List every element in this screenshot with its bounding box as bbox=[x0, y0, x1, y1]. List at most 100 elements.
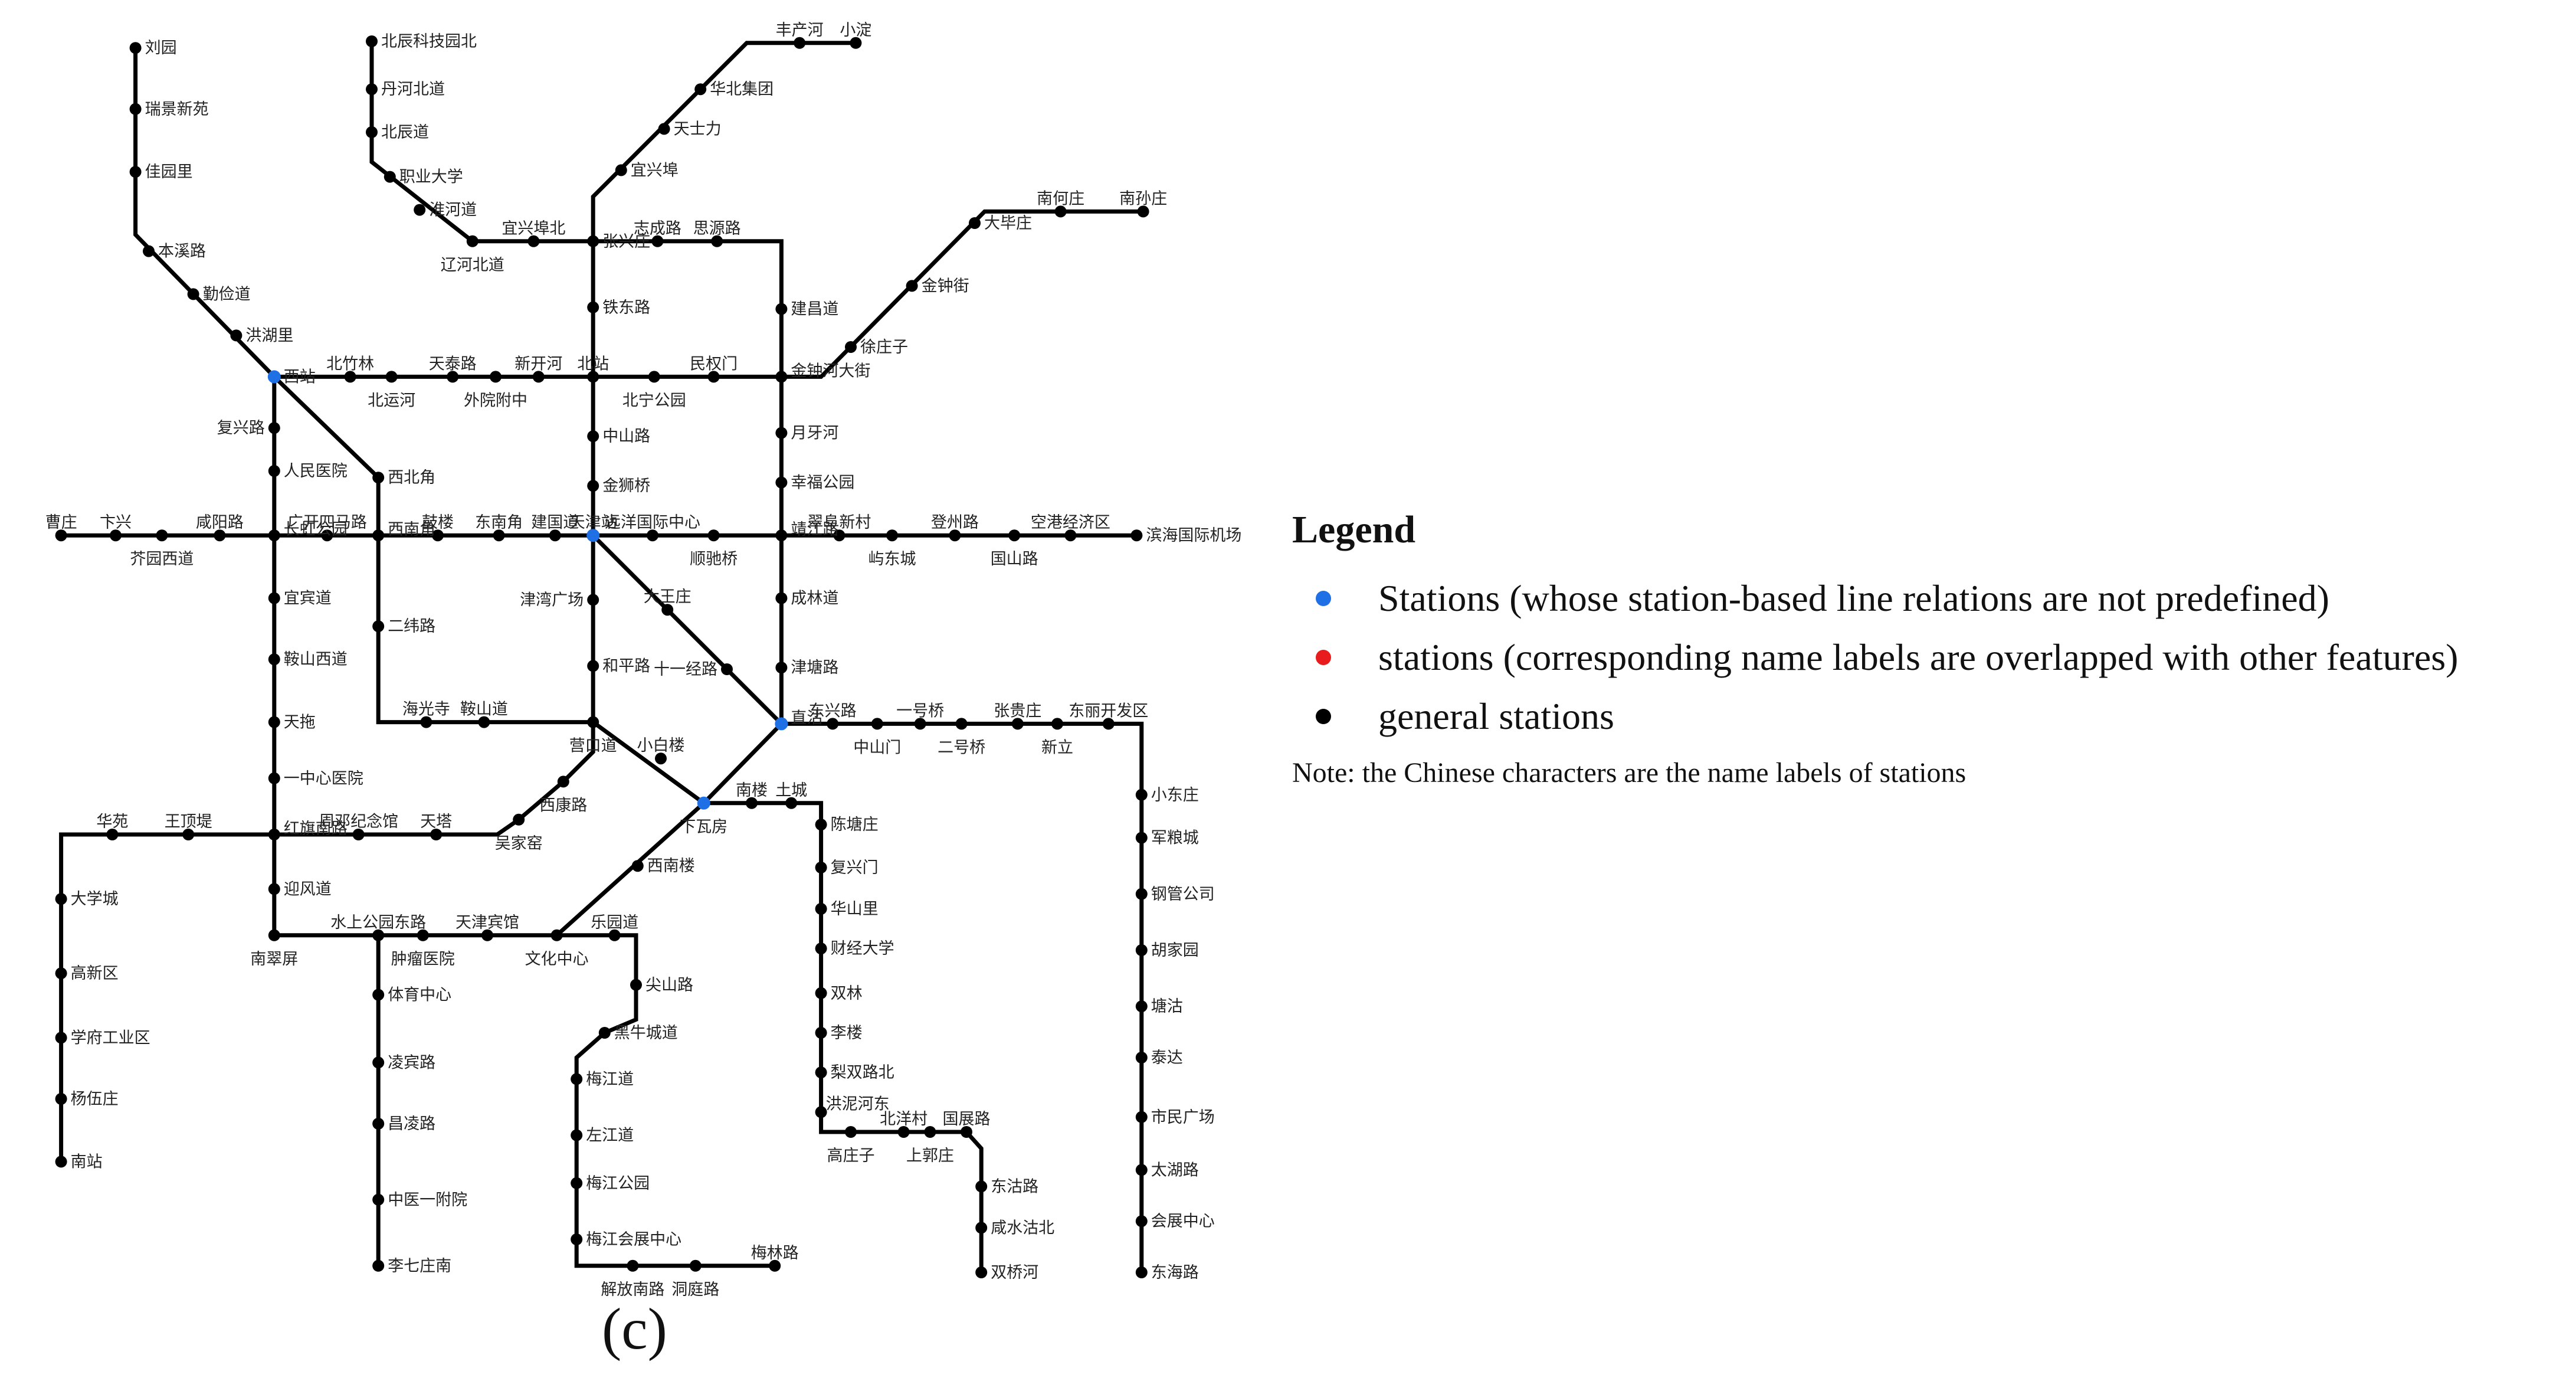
station-marker-tianjinbinguan[interactable] bbox=[481, 929, 493, 941]
station-marker-donglikaifa[interactable] bbox=[1102, 718, 1115, 730]
station-marker-fengchanhe[interactable] bbox=[794, 37, 806, 49]
station-marker-dongtinglu[interactable] bbox=[689, 1259, 702, 1272]
station-marker-heiniucheng[interactable] bbox=[598, 1027, 611, 1039]
station-marker-caozhuang[interactable] bbox=[55, 529, 67, 542]
station-marker-tiyuzhongxin[interactable] bbox=[372, 989, 385, 1001]
station-marker-jieyuan[interactable] bbox=[156, 529, 168, 542]
station-marker-ruijing[interactable] bbox=[129, 103, 142, 115]
station-marker-dawangzhuang[interactable] bbox=[661, 604, 674, 616]
station-marker-xingfupark[interactable] bbox=[775, 476, 788, 489]
station-marker-changhongpark[interactable] bbox=[268, 529, 280, 542]
station-marker-xinkaihe[interactable] bbox=[532, 371, 545, 383]
station-marker-shuishang[interactable] bbox=[372, 929, 385, 941]
station-marker-jinzhongjie[interactable] bbox=[906, 280, 918, 292]
station-marker-meijiangdao[interactable] bbox=[571, 1073, 583, 1085]
station-marker-zhigu[interactable] bbox=[775, 717, 788, 731]
station-marker-erhaoqiao[interactable] bbox=[955, 718, 968, 730]
station-marker-zuojiangdao[interactable] bbox=[571, 1129, 583, 1141]
station-marker-beiyangcun[interactable] bbox=[897, 1126, 910, 1138]
station-marker-meilinlu[interactable] bbox=[769, 1259, 781, 1272]
station-marker-changlinglu[interactable] bbox=[372, 1118, 385, 1130]
station-marker-tianshili[interactable] bbox=[658, 123, 670, 135]
station-marker-tiantai[interactable] bbox=[447, 371, 459, 383]
station-marker-dengzhoulu[interactable] bbox=[949, 529, 961, 542]
station-marker-taida[interactable] bbox=[1135, 1052, 1148, 1063]
station-marker-zhoudeng[interactable] bbox=[352, 829, 365, 840]
station-marker-beizhulin[interactable] bbox=[344, 371, 356, 383]
station-marker-guangkai[interactable] bbox=[321, 529, 333, 542]
station-marker-guoshanlu[interactable] bbox=[1008, 529, 1021, 542]
station-marker-cuifuxincun[interactable] bbox=[833, 529, 845, 542]
station-marker-erweilu[interactable] bbox=[372, 620, 385, 633]
station-marker-lishuangbei[interactable] bbox=[815, 1066, 827, 1079]
station-marker-huabeijituan[interactable] bbox=[694, 83, 707, 96]
station-marker-yixingbubei[interactable] bbox=[527, 235, 540, 247]
station-marker-leyuandao[interactable] bbox=[608, 929, 621, 941]
station-marker-guozhanlu[interactable] bbox=[961, 1126, 972, 1138]
station-marker-xibailou[interactable] bbox=[655, 752, 667, 765]
station-marker-yangwuzhuang[interactable] bbox=[55, 1093, 67, 1105]
station-marker-liuyuan[interactable] bbox=[129, 42, 142, 54]
station-marker-zhongshanlu[interactable] bbox=[587, 430, 599, 443]
station-marker-junliangcheng[interactable] bbox=[1135, 832, 1148, 844]
station-marker-xinli[interactable] bbox=[1051, 718, 1063, 730]
station-marker-tucheng[interactable] bbox=[785, 797, 798, 809]
station-marker-jianguodao[interactable] bbox=[549, 529, 561, 542]
station-marker-chentangzhuang[interactable] bbox=[815, 819, 827, 831]
station-marker-zhongshanmen[interactable] bbox=[871, 718, 883, 730]
station-marker-nansunzhuang[interactable] bbox=[1137, 205, 1149, 218]
station-marker-yuanyang[interactable] bbox=[647, 529, 658, 542]
station-marker-jiefangnan[interactable] bbox=[627, 1259, 639, 1272]
station-marker-dabizhuang[interactable] bbox=[969, 217, 981, 229]
station-marker-jinzhonghe[interactable] bbox=[775, 371, 788, 383]
station-marker-dongxinglu[interactable] bbox=[827, 718, 839, 730]
station-marker-jinshiqiao[interactable] bbox=[587, 480, 599, 492]
station-marker-gulou[interactable] bbox=[432, 529, 444, 542]
station-marker-xinanjiao[interactable] bbox=[372, 529, 385, 542]
station-marker-wujiayao[interactable] bbox=[513, 813, 525, 826]
station-marker-hujiayuan[interactable] bbox=[1135, 944, 1148, 956]
station-marker-tianta[interactable] bbox=[430, 829, 443, 840]
station-marker-xuzhuangzi[interactable] bbox=[845, 341, 857, 353]
station-marker-yingfengdao[interactable] bbox=[268, 883, 280, 895]
station-marker-yihaoqiao[interactable] bbox=[914, 718, 926, 730]
station-marker-hepinglu[interactable] bbox=[587, 660, 599, 672]
station-marker-hongqinan[interactable] bbox=[268, 829, 280, 840]
station-marker-anshandao[interactable] bbox=[478, 716, 490, 728]
station-marker-zhongyi[interactable] bbox=[372, 1193, 385, 1206]
station-marker-huaihe[interactable] bbox=[414, 204, 426, 216]
station-marker-xikanglu[interactable] bbox=[557, 775, 569, 788]
station-marker-qinjiandao[interactable] bbox=[187, 288, 199, 300]
station-marker-xiaodian[interactable] bbox=[850, 37, 862, 49]
station-marker-beichen[interactable] bbox=[366, 35, 378, 47]
station-marker-jianchangdao[interactable] bbox=[775, 303, 788, 315]
station-marker-danhebei[interactable] bbox=[366, 83, 378, 96]
station-marker-huashanli[interactable] bbox=[815, 903, 827, 915]
station-marker-jinwanplaza[interactable] bbox=[587, 594, 599, 606]
station-marker-zhangguizhuang[interactable] bbox=[1011, 718, 1024, 730]
station-marker-shuanglin[interactable] bbox=[815, 987, 827, 999]
station-marker-liaohebei[interactable] bbox=[466, 235, 479, 247]
station-marker-gaoxinqu[interactable] bbox=[55, 967, 67, 980]
station-marker-jintanglu[interactable] bbox=[775, 662, 788, 674]
station-marker-huayuan[interactable] bbox=[106, 829, 119, 840]
station-marker-beichendao[interactable] bbox=[366, 126, 378, 138]
station-marker-jingjianglu[interactable] bbox=[775, 529, 788, 542]
station-marker-wenhuazhongxin[interactable] bbox=[550, 929, 563, 941]
station-marker-yixingbu[interactable] bbox=[615, 164, 627, 176]
station-marker-minquanmen[interactable] bbox=[707, 371, 720, 383]
station-marker-beizhan[interactable] bbox=[587, 371, 599, 383]
station-marker-anshanxidao[interactable] bbox=[268, 653, 280, 666]
station-marker-xianshuigubei[interactable] bbox=[975, 1222, 988, 1234]
station-marker-zhongliu[interactable] bbox=[417, 929, 429, 941]
station-marker-daxuecheng[interactable] bbox=[55, 893, 67, 905]
station-marker-honghuli[interactable] bbox=[230, 329, 242, 342]
station-marker-tiantuo[interactable] bbox=[268, 716, 280, 728]
station-marker-jianshanlu[interactable] bbox=[630, 979, 642, 991]
station-marker-beiyunhe[interactable] bbox=[385, 371, 398, 383]
station-marker-binhaiairport[interactable] bbox=[1130, 529, 1143, 542]
station-marker-meijiangpark[interactable] bbox=[571, 1177, 583, 1189]
station-marker-yizhongxin[interactable] bbox=[268, 772, 280, 784]
station-marker-liqizhuang[interactable] bbox=[372, 1259, 385, 1272]
station-marker-huizhanzhongxin[interactable] bbox=[1135, 1215, 1148, 1228]
